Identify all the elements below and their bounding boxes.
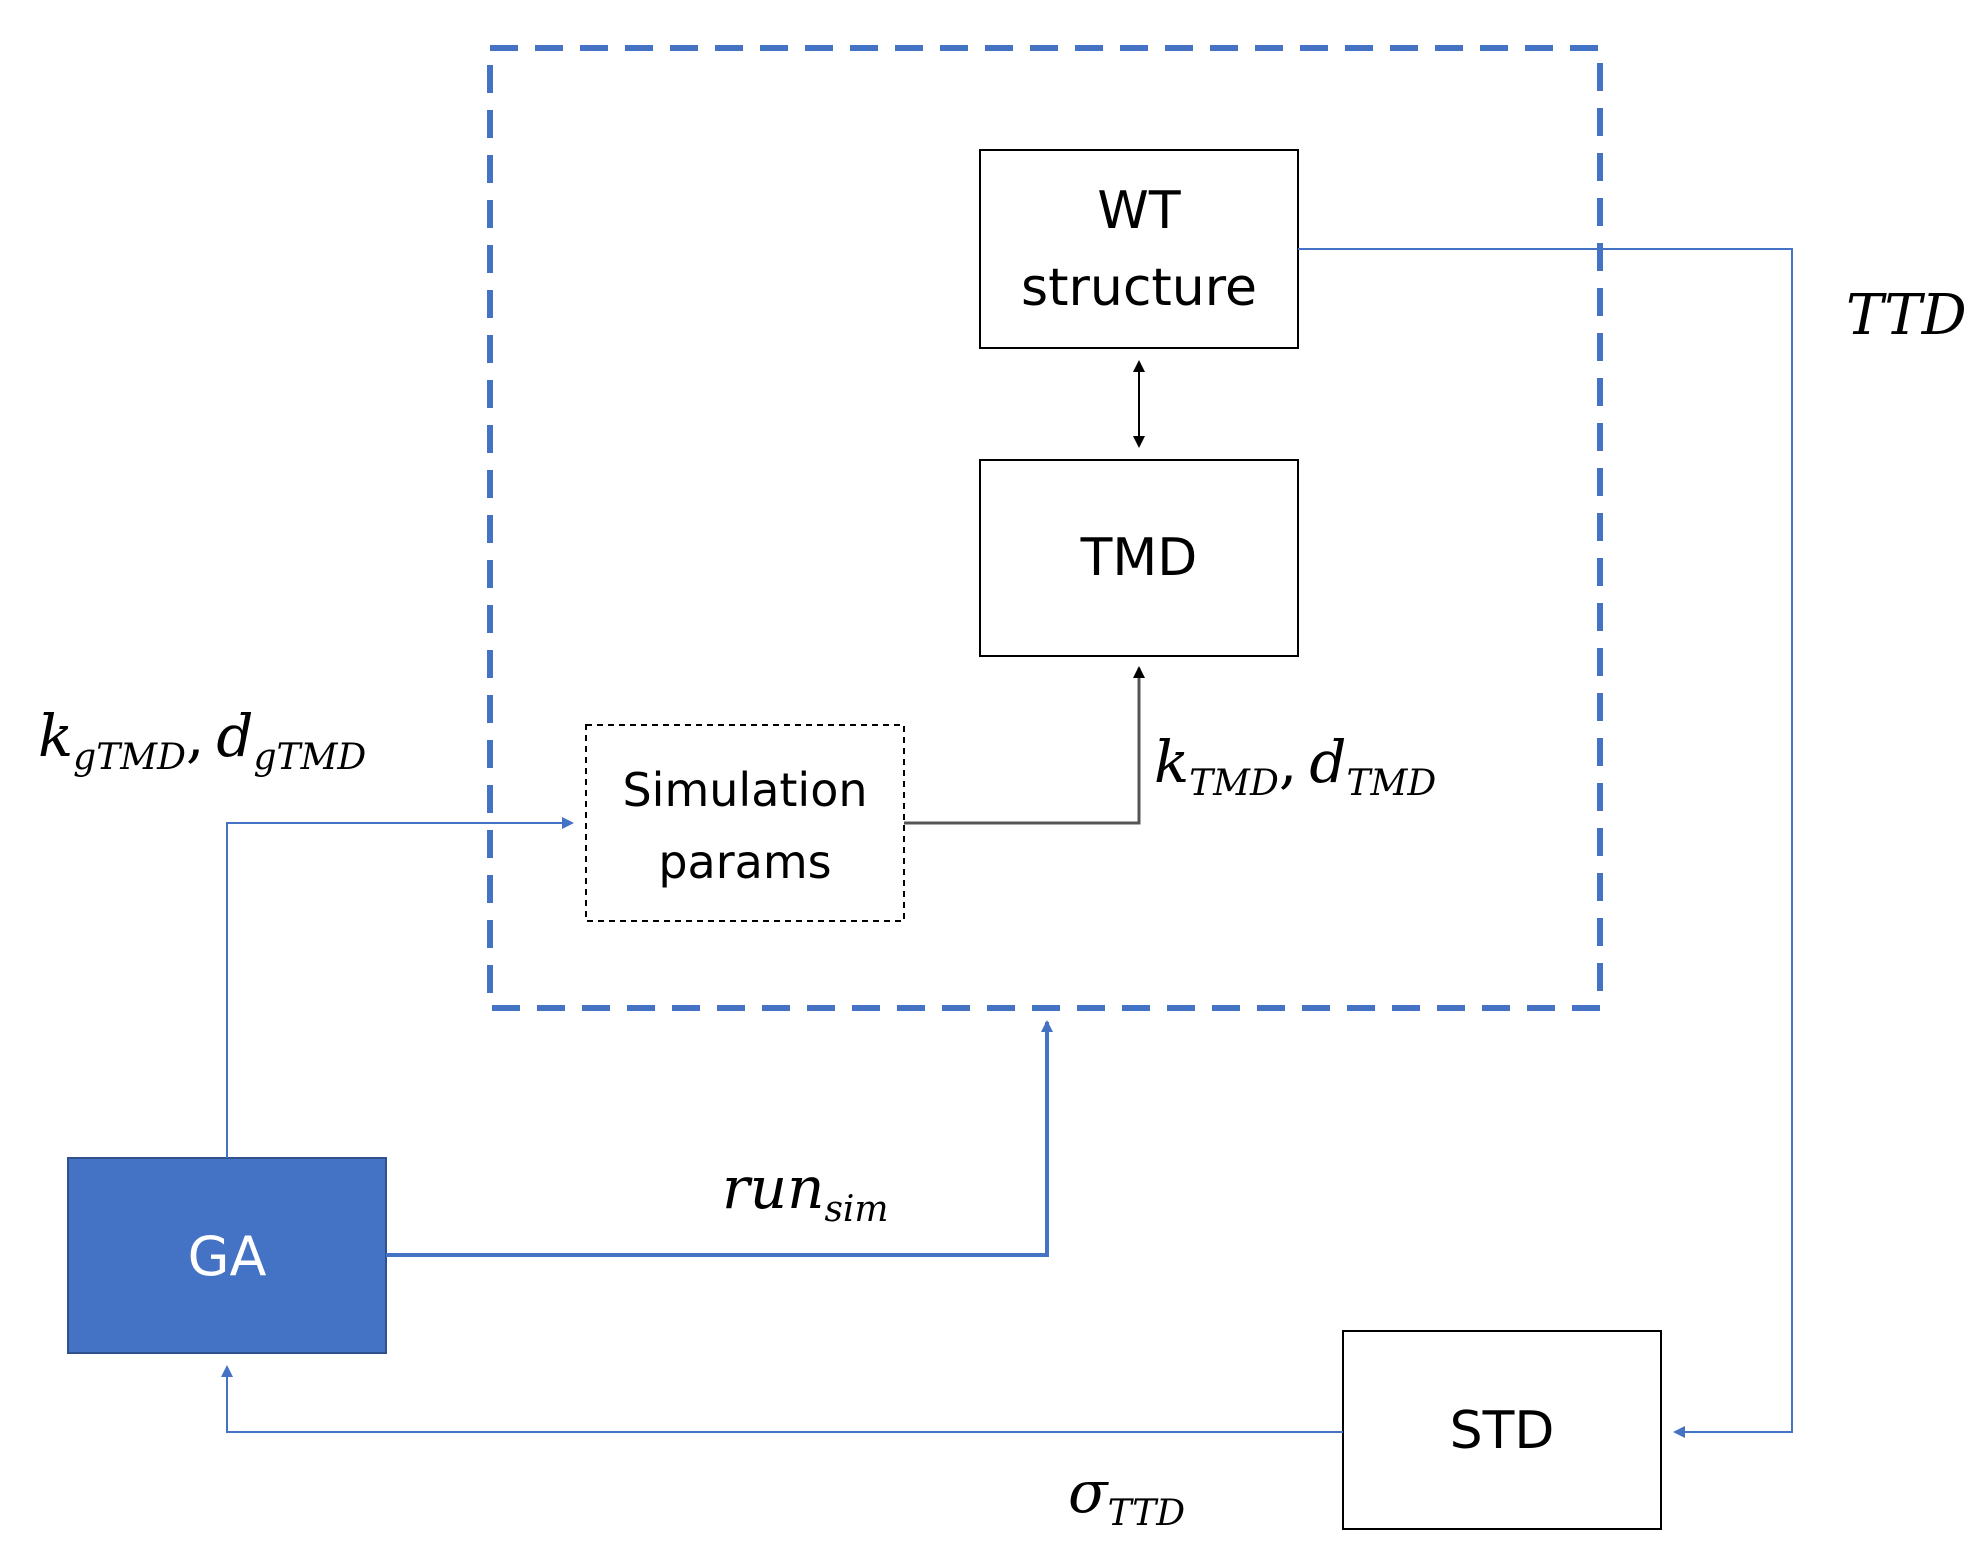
sigma-ttd-subscript: TTD — [1108, 1493, 1186, 1534]
sigma-symbol: σ — [1068, 1458, 1109, 1526]
d-tmd-symbol: d — [1309, 728, 1346, 796]
std-label: STD — [1450, 1401, 1555, 1461]
tmd-block: TMD — [979, 459, 1299, 657]
std-block: STD — [1342, 1330, 1662, 1530]
simulation-params-label-line2: params — [658, 835, 831, 889]
wt-structure-label-line1: WT — [1097, 181, 1180, 241]
ttd-signal-label: TTD — [1846, 283, 1967, 348]
wt-structure-block: WT structure — [979, 149, 1299, 349]
ga-block: GA — [67, 1157, 387, 1354]
k-tmd-symbol: k — [1154, 728, 1189, 796]
d-gtmd-subscript: gTMD — [254, 737, 367, 778]
k-d-tmd-label: kTMD,dTMD — [1154, 728, 1436, 804]
k-d-tmd-comma: , — [1279, 728, 1297, 796]
k-gtmd-symbol: k — [38, 702, 73, 770]
run-sim-subscript: sim — [824, 1189, 888, 1230]
k-d-gtmd-comma: , — [186, 702, 204, 770]
k-gtmd-subscript: gTMD — [73, 737, 186, 778]
params-to-tmd-arrow — [904, 666, 1145, 825]
tmd-label: TMD — [1080, 528, 1198, 588]
ga-label: GA — [188, 1225, 267, 1288]
sigma-ttd-label: σTTD — [1068, 1458, 1185, 1534]
d-gtmd-symbol: d — [216, 702, 253, 770]
wt-to-std-arrow — [1298, 248, 1793, 1438]
run-sim-label: runsim — [722, 1154, 889, 1230]
wt-structure-label-line2: structure — [1021, 258, 1257, 318]
simulation-params-block: Simulation params — [585, 724, 905, 922]
simulation-boundary — [487, 45, 1603, 1011]
ga-run-sim-arrow — [386, 1020, 1053, 1257]
d-tmd-subscript: TMD — [1346, 763, 1436, 804]
k-tmd-subscript: TMD — [1189, 763, 1279, 804]
ttd-text: TTD — [1846, 283, 1967, 348]
k-d-gtmd-label: kgTMD,dgTMD — [38, 702, 366, 778]
std-to-ga-arrow — [221, 1365, 1343, 1433]
ga-to-params-arrow — [226, 817, 574, 1158]
simulation-params-label-line1: Simulation — [622, 763, 867, 817]
run-symbol: run — [722, 1154, 824, 1222]
